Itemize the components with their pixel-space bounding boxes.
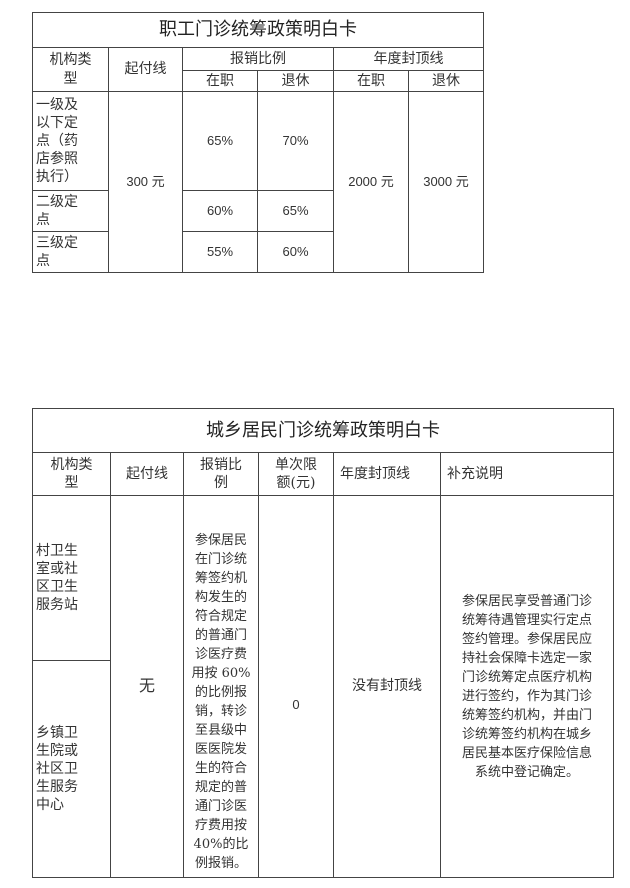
header-institution-type: 机构类 型	[32, 47, 109, 92]
reimbursement-ratio-text: 参保居民 在门诊统 筹签约机 构发生的 符合规定 的普通门 诊医疗费 用按 60…	[183, 495, 259, 878]
header-notes: 补充说明	[440, 452, 614, 496]
table-title: 职工门诊统筹政策明白卡	[32, 12, 484, 48]
header-single-limit: 单次限 额(元)	[258, 452, 334, 496]
level3-retired-ratio: 60%	[257, 231, 334, 273]
row-type-township-hospital: 乡镇卫 生院或 社区卫 生服务 中心	[32, 660, 111, 878]
row-type-level1: 一级及 以下定 点（药 店参照 执行）	[32, 91, 109, 191]
level1-employed-ratio: 65%	[182, 91, 258, 191]
level3-employed-ratio: 55%	[182, 231, 258, 273]
header-cap-retired: 退休	[408, 70, 484, 92]
header-annual-cap: 年度封顶线	[333, 452, 441, 496]
header-annual-cap: 年度封顶线	[333, 47, 484, 71]
row-type-village-clinic: 村卫生 室或社 区卫生 服务站	[32, 495, 111, 661]
header-reimbursement-ratio: 报销比例	[182, 47, 334, 71]
header-reimbursement-ratio: 报销比 例	[183, 452, 259, 496]
level2-employed-ratio: 60%	[182, 190, 258, 232]
table-title: 城乡居民门诊统筹政策明白卡	[32, 408, 614, 453]
annual-cap-value: 没有封顶线	[333, 495, 441, 878]
header-deductible: 起付线	[110, 452, 184, 496]
single-limit-value: 0	[258, 495, 334, 878]
cap-retired-value: 3000 元	[408, 91, 484, 273]
level2-retired-ratio: 65%	[257, 190, 334, 232]
header-retired: 退休	[257, 70, 334, 92]
notes-text: 参保居民享受普通门诊 统筹待遇管理实行定点 签约管理。参保居民应 持社会保障卡选…	[440, 495, 614, 878]
cap-employed-value: 2000 元	[333, 91, 409, 273]
row-type-level2: 二级定 点	[32, 190, 109, 232]
header-deductible: 起付线	[108, 47, 183, 92]
header-institution-type: 机构类 型	[32, 452, 111, 496]
deductible-value: 无	[110, 495, 184, 878]
deductible-value: 300 元	[108, 91, 183, 273]
header-employed: 在职	[182, 70, 258, 92]
header-cap-employed: 在职	[333, 70, 409, 92]
level1-retired-ratio: 70%	[257, 91, 334, 191]
row-type-level3: 三级定 点	[32, 231, 109, 273]
